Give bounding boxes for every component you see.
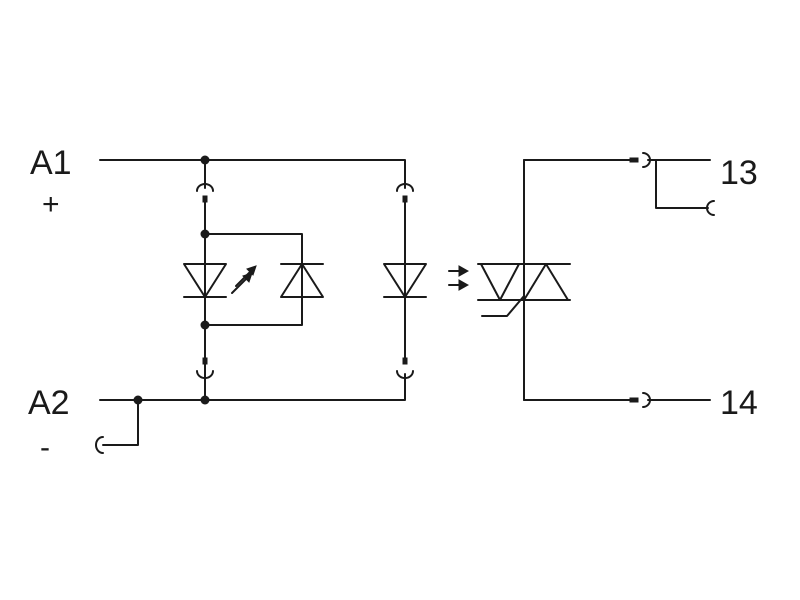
triac-triangle-down [480, 263, 520, 301]
right-bottom-connector-stub [402, 357, 408, 365]
output-wiring [523, 152, 715, 408]
input-wiring [95, 155, 414, 454]
terminal-label-a2: A2 [28, 384, 70, 422]
a2-minus-branch [102, 399, 139, 446]
right-bottom-connector-hook [396, 370, 414, 379]
opto-diode-triangle [383, 263, 427, 298]
triac-output-icon [477, 159, 571, 401]
terminal-sign-minus: - [40, 431, 50, 464]
terminal-13-bridge [655, 159, 709, 209]
junction-dot [200, 229, 210, 239]
led-emission-arrow [235, 269, 253, 287]
a2-minus-terminal-hook [95, 436, 104, 454]
coupling-arrowhead [458, 265, 470, 277]
light-coupling-icon [448, 265, 470, 291]
terminal-sign-plus: + [42, 188, 60, 221]
junction-dot [133, 395, 143, 405]
left-bottom-connector-stub [202, 357, 208, 365]
junction-dot [200, 155, 210, 165]
left-top-connector-stub [202, 195, 208, 203]
terminal-label-14: 14 [720, 384, 758, 422]
protection-diode-icon [280, 263, 324, 298]
junction-dot [200, 395, 210, 405]
a2-bottom-rail [99, 373, 406, 401]
output-14-connector-stub [629, 397, 639, 403]
led-emission-arrow [231, 276, 249, 294]
coupling-arrowhead [458, 279, 470, 291]
led-indicator-icon [183, 263, 257, 298]
a1-top-rail [99, 159, 406, 189]
protection-diode-triangle [280, 263, 324, 298]
terminal-13-bridge-hook [706, 200, 715, 216]
protection-diode-loop [204, 233, 303, 326]
triac-gate [481, 295, 525, 317]
led-emission-arrowhead [246, 265, 257, 276]
triac-triangle-up [523, 263, 569, 301]
junction-dot [200, 320, 210, 330]
left-top-connector-hook [196, 183, 214, 192]
right-top-connector-hook [396, 183, 414, 192]
output-13-connector-stub [629, 157, 639, 163]
terminal-label-13: 13 [720, 154, 758, 192]
opto-emitter-diode-icon [383, 263, 427, 298]
right-top-connector-stub [402, 195, 408, 203]
terminal-label-a1: A1 [30, 144, 72, 182]
led-triangle [183, 263, 227, 298]
